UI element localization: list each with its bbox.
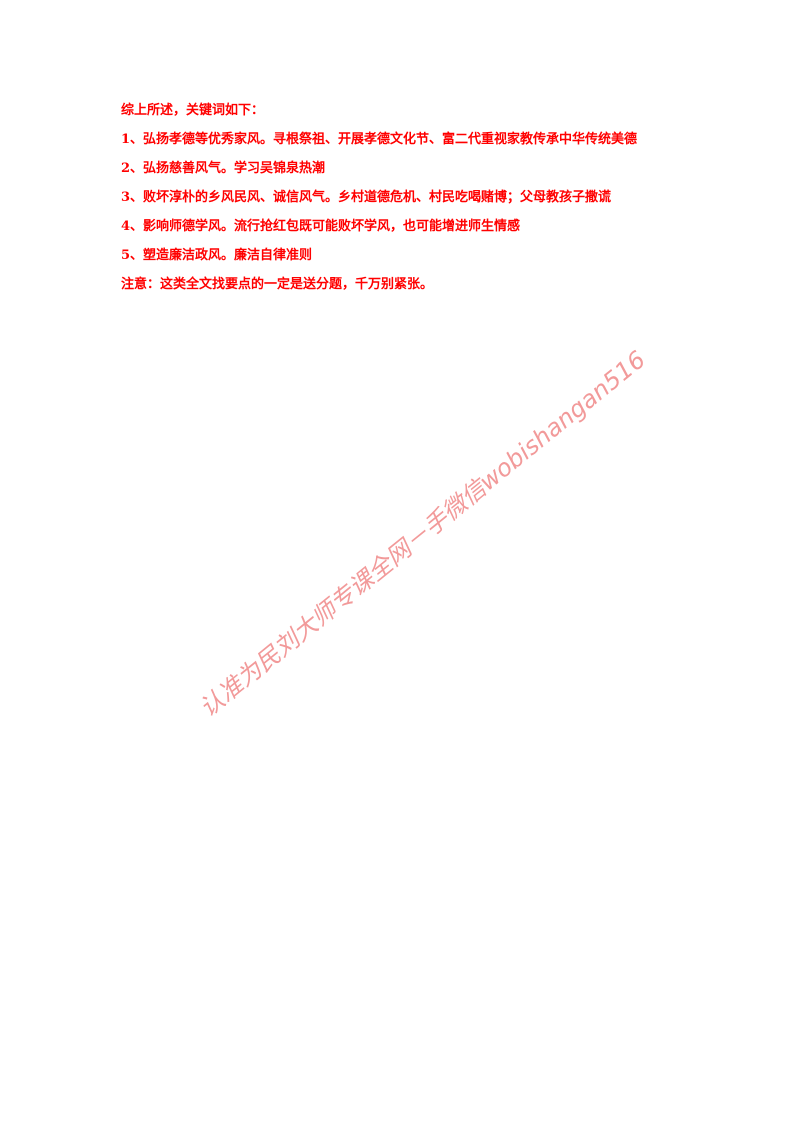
document-body: 综上所述，关键词如下： 1、弘扬孝德等优秀家风。寻根祭祖、开展孝德文化节、富二代… bbox=[121, 103, 721, 306]
keyword-item-1: 1、弘扬孝德等优秀家风。寻根祭祖、开展孝德文化节、富二代重视家教传承中华传统美德 bbox=[121, 132, 638, 147]
summary-heading: 综上所述，关键词如下： bbox=[121, 103, 265, 118]
keyword-item-2: 2、弘扬慈善风气。学习吴锦泉热潮 bbox=[121, 161, 326, 176]
handwritten-watermark: 认准为民刘大师专课全网－手微信wobishangan516 bbox=[194, 345, 651, 730]
note-line: 注意：这类全文找要点的一定是送分题，千万别紧张。 bbox=[121, 277, 434, 292]
keyword-item-5: 5、塑造廉洁政风。廉洁自律准则 bbox=[121, 248, 313, 263]
watermark-text: 认准为民刘大师专课全网－手微信wobishangan516 bbox=[194, 345, 651, 722]
keyword-item-4: 4、影响师德学风。流行抢红包既可能败坏学风，也可能增进师生情感 bbox=[121, 219, 521, 234]
keyword-item-3: 3、败坏淳朴的乡风民风、诚信风气。乡村道德危机、村民吃喝赌博；父母教孩子撒谎 bbox=[121, 190, 612, 205]
watermark-svg: 认准为民刘大师专课全网－手微信wobishangan516 bbox=[194, 345, 651, 722]
